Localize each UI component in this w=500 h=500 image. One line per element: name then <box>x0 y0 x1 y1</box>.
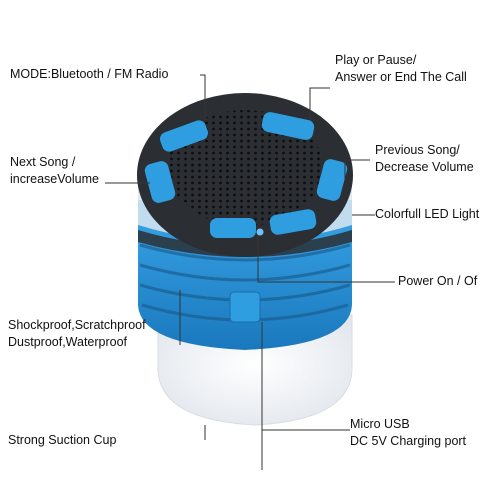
mode-line <box>200 74 206 120</box>
bottom-right-button <box>269 209 317 235</box>
protection-callout: Shockproof,Scratchproof Dustproof,Waterp… <box>8 318 146 349</box>
power-button <box>229 291 261 323</box>
suction-callout: Strong Suction Cup <box>8 433 117 447</box>
top-face <box>137 93 353 257</box>
power-callout: Power On / Of <box>398 274 478 288</box>
led-indicator <box>256 228 264 236</box>
power-line <box>257 236 395 283</box>
bottom-left-button <box>210 218 256 238</box>
mode-callout: MODE:Bluetooth / FM Radio <box>10 67 169 81</box>
previous-song-line <box>344 159 370 180</box>
callout-lines <box>105 74 395 470</box>
next-song-button <box>144 161 176 203</box>
usb-callout: Micro USB DC 5V Charging port <box>350 417 467 448</box>
mode-button <box>159 120 209 152</box>
previous-song-button <box>316 159 348 201</box>
led-callout: Colorfull LED Light <box>375 207 480 221</box>
next-song-callout: Next Song / increaseVolume <box>10 155 99 186</box>
play-pause-callout: Play or Pause/ Answer or End The Call <box>335 53 467 84</box>
play-pause-line <box>309 87 330 120</box>
previous-song-callout: Previous Song/ Decrease Volume <box>375 143 474 174</box>
play-pause-button <box>261 112 315 140</box>
